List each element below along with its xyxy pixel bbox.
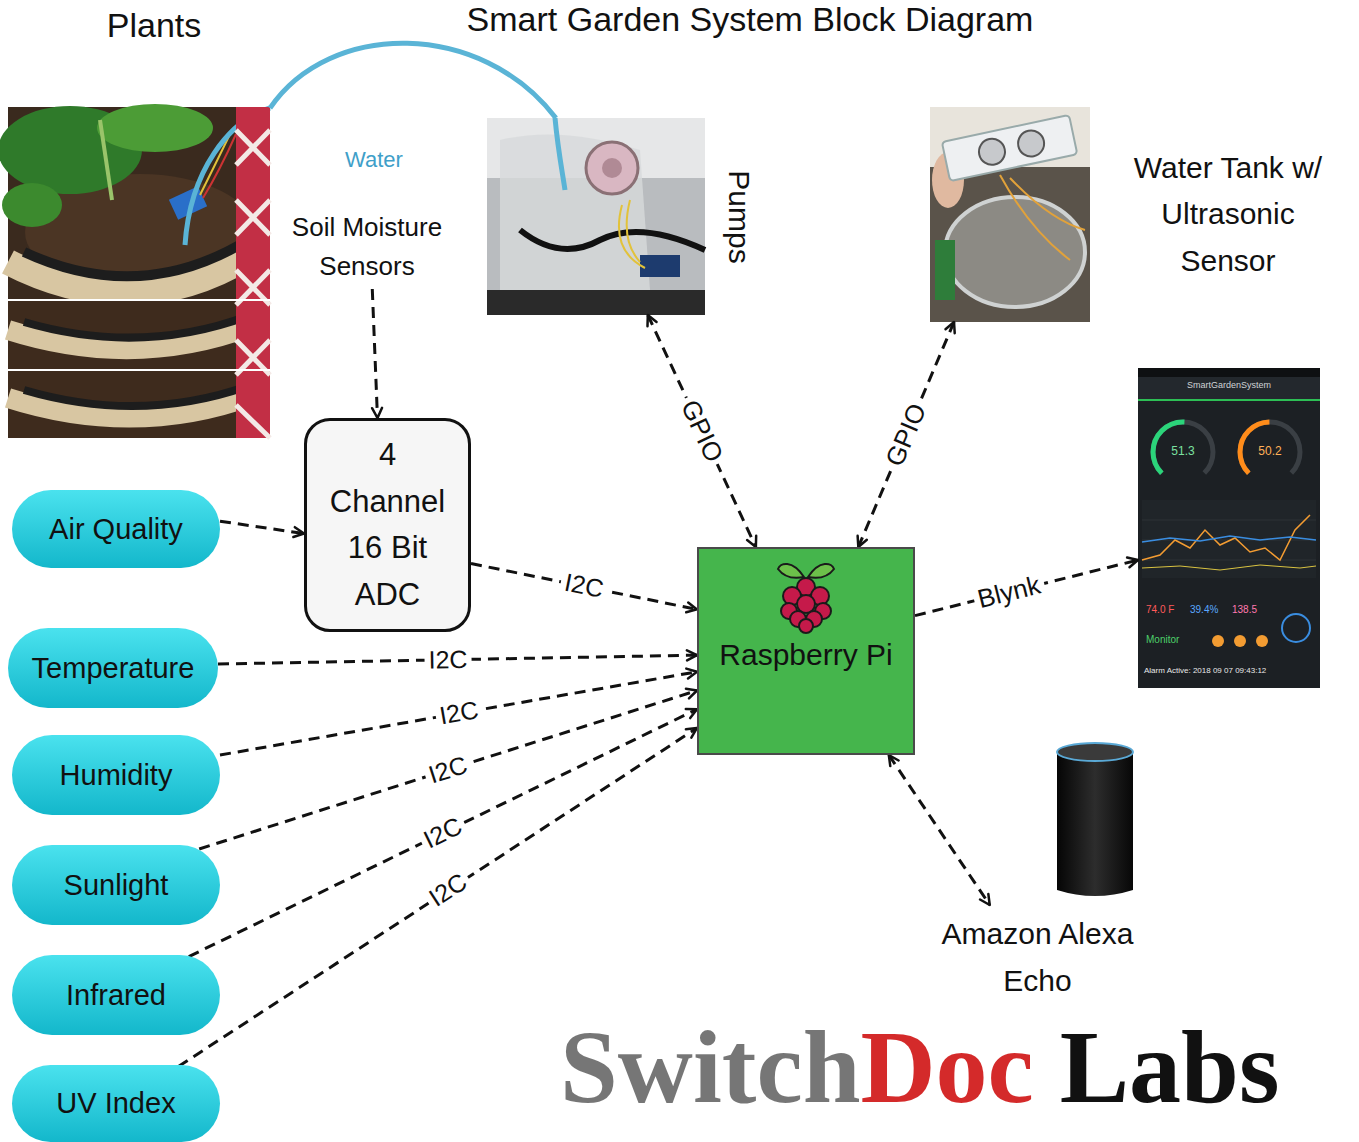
node-text: Temperature [32,651,195,686]
edge-label: I2C [424,646,471,674]
node-text: Water Tank w/ Ultrasonic Sensor [1115,145,1341,285]
node-text: Raspberry Pi [719,637,892,673]
sensor-label-node: Soil Moisture Sensors [279,205,455,289]
sensor-pill: Sunlight [12,845,220,925]
node-text: 4 Channel 16 Bit ADC [317,432,458,618]
signal-connector [220,521,304,533]
node-text: Air Quality [49,512,183,547]
screen-text: 50.2 [1258,445,1281,459]
adc-box: 4 Channel 16 Bit ADC [304,418,471,632]
sensor-pill: Humidity [12,735,220,815]
node-text: Amazon Alexa Echo [934,911,1141,1004]
node-text: Sunlight [64,868,169,903]
logo-watermark: SwitchDoc Labs [560,1010,1279,1124]
screen-text: Monitor [1146,634,1179,646]
sensor-pill: Air Quality [12,490,220,568]
speaker-node: Amazon Alexa Echo [929,905,1146,1010]
signal-connector [372,289,377,418]
screen-text: 74.0 F [1146,604,1174,616]
plant-photo [0,104,270,438]
signal-connector [858,322,954,547]
edge-label: I2C [422,750,475,790]
sensor-pill: Infrared [12,955,220,1035]
edge-label: I2C [433,696,484,731]
node-text: Infrared [66,978,166,1013]
edge-label: I2C [416,810,470,855]
screen-text: SmartGardenSystem [1187,380,1271,390]
node-text: Pumps [721,170,757,263]
edge-label: GPIO [673,392,730,470]
raspberry-logo [774,555,838,635]
screen-text: Alarm Active: 2018 09 07 09:43:12 [1144,666,1266,675]
echo-speaker [1057,743,1133,896]
signal-connector [648,315,756,547]
water-tank-photo [930,107,1090,322]
edge-label: Blynk [970,570,1046,615]
signal-connector [189,709,697,956]
signal-connector [471,564,697,610]
edge-label: I2C [421,866,475,915]
sensor-pill: Temperature [8,628,218,708]
pump-photo [487,118,705,315]
edge-label: I2C [558,568,609,604]
signal-connector [915,560,1138,616]
node-text: UV Index [56,1086,175,1121]
app-screenshot [1138,368,1320,688]
sensor-pill: UV Index [12,1065,220,1142]
screen-text: 51.3 [1171,445,1194,459]
node-text: Soil Moisture Sensors [282,208,452,286]
water-tube [270,43,556,118]
node-text: Humidity [60,758,173,793]
edge-label: Water [341,148,407,172]
screen-text: 138.5 [1232,604,1257,616]
screen-text: 39.4% [1190,604,1218,616]
app-screen-node: SmartGardenSystem 51.3 50.2 74.0 F 39.4% 138.… [1138,368,1320,688]
node-text: Plants [107,5,202,46]
controller-box: Raspberry Pi [697,547,915,755]
edge-label: GPIO [879,395,934,473]
tank-photo-node: Water Tank w/ Ultrasonic Sensor [929,107,1346,322]
plant-photo-node: Plants [8,5,270,438]
diagram-title: Smart Garden System Block Diagram [467,0,1034,39]
signal-connector [889,755,990,905]
pump-photo-node: Pumps [487,118,755,315]
